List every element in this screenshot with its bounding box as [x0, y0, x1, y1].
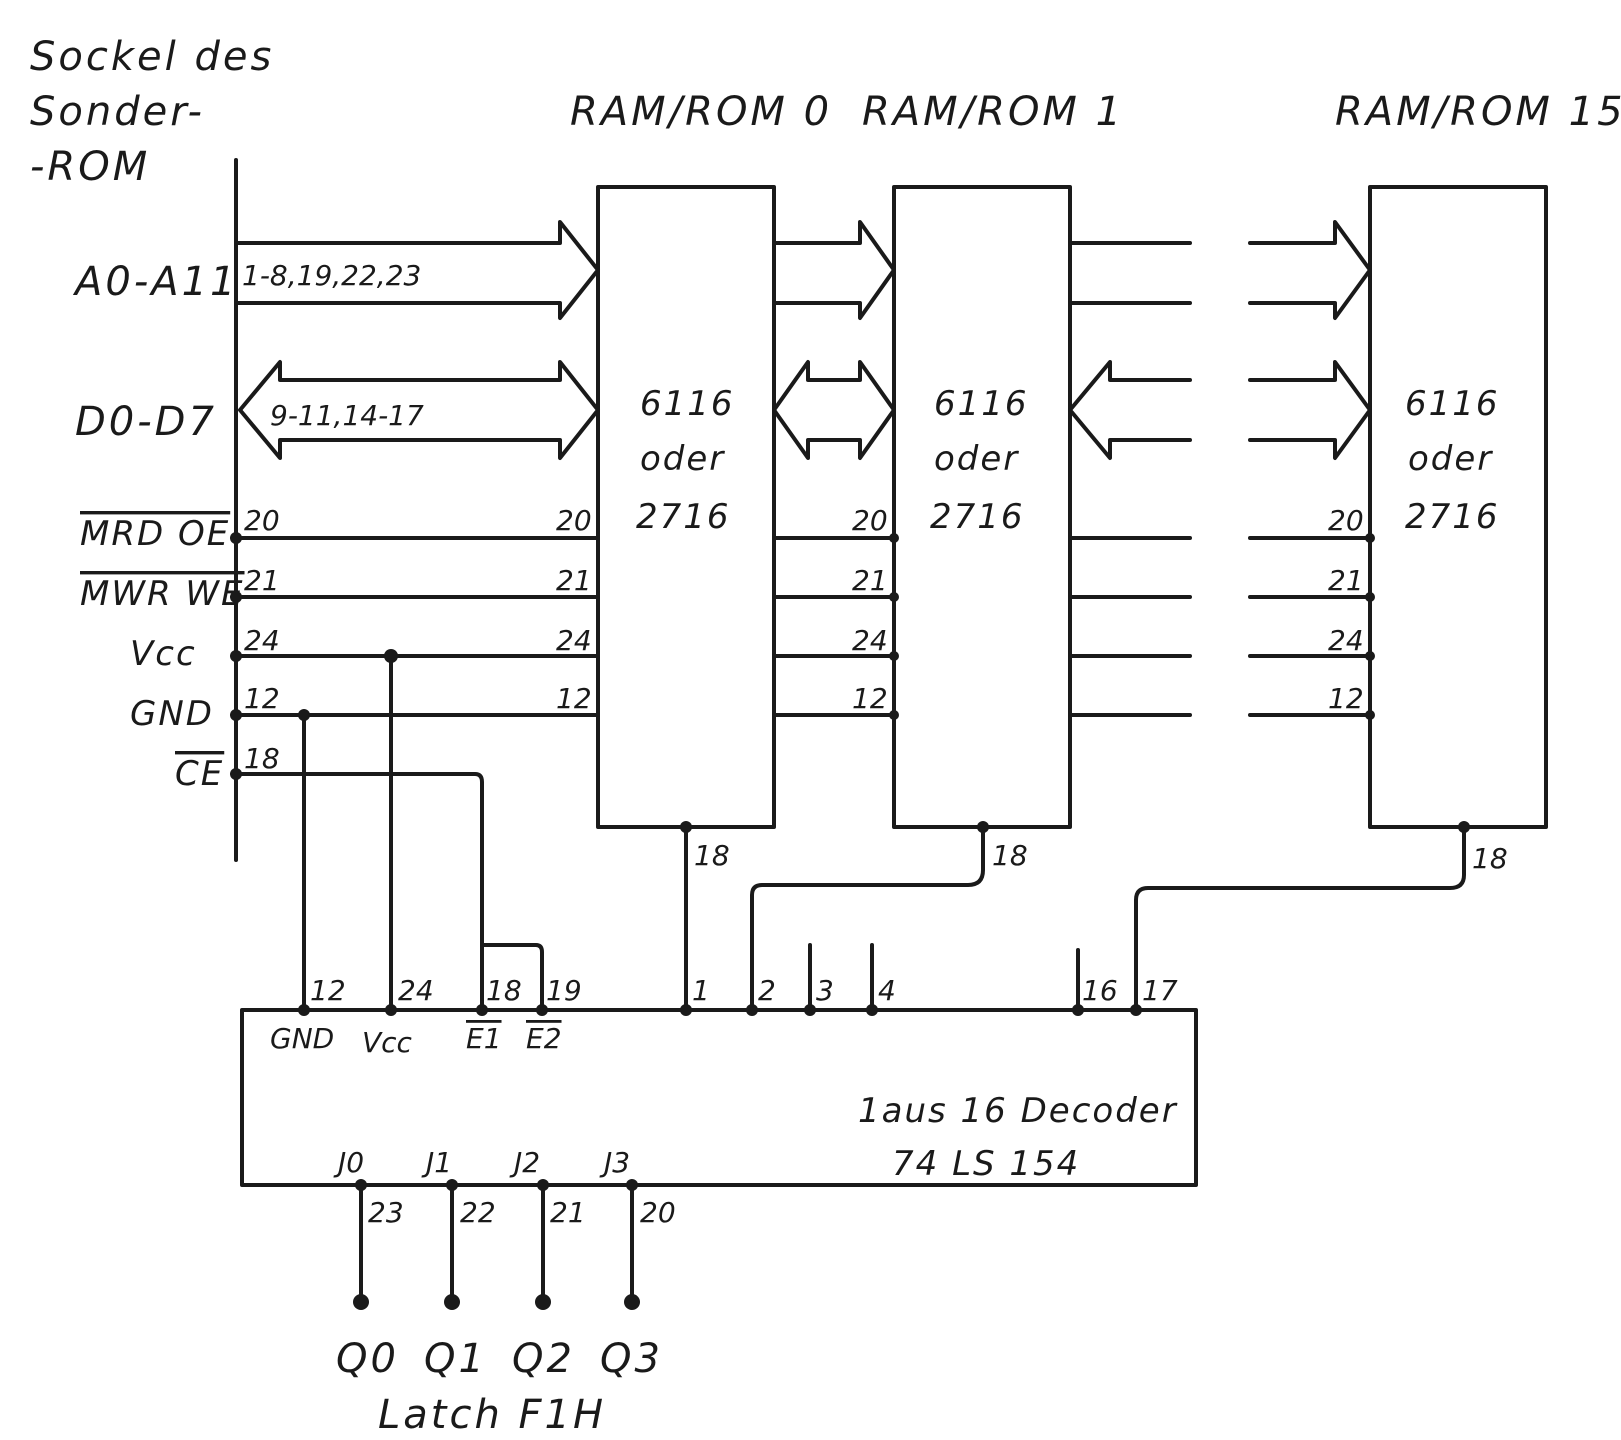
decoder-pin-12: 12 [310, 974, 346, 1007]
chip-1-pin-12: 12 [852, 682, 888, 715]
signal-label-ce: CE [175, 754, 224, 794]
decoder-pin-4: 4 [878, 974, 896, 1007]
latch-q0-terminal [353, 1294, 369, 1310]
decoder-pin-3: 3 [816, 974, 834, 1007]
decoder-pin-2: 2 [758, 974, 776, 1007]
signal-label-mrd-oe: MRD OE [80, 514, 230, 554]
e1-e2-link [480, 943, 544, 1012]
socket-pin-18: 18 [244, 742, 280, 775]
decoder-input-pin-21: 21 [550, 1196, 586, 1229]
chip-1-ce-pin: 18 [992, 839, 1028, 872]
decoder-input-pin-23: 23 [368, 1196, 404, 1229]
chip-0-ce-pin: 18 [694, 839, 730, 872]
chip-15-type-1: 6116 [1405, 384, 1500, 424]
chip-1-type-1: 6116 [934, 384, 1029, 424]
chip-15-label: RAM/ROM 15 [1335, 89, 1621, 135]
latch-label: Latch F1H [378, 1392, 606, 1438]
latch-q0-label: Q0 [336, 1336, 399, 1382]
decoder-box [240, 1008, 1198, 1187]
socket-pin-20: 20 [244, 504, 280, 537]
latch-q1-label: Q1 [424, 1336, 487, 1382]
chip-1-ce-line [750, 825, 985, 1012]
chip-1-type-3: 2716 [930, 497, 1025, 537]
chip-0-pin-24: 24 [556, 624, 592, 657]
chip-1-pin-20: 20 [852, 504, 888, 537]
chip-15-ce-pin: 18 [1472, 842, 1508, 875]
chip-1-pin-21: 21 [852, 564, 888, 597]
socket-title-line-3: -ROM [30, 144, 150, 190]
ce-line [234, 772, 484, 1012]
decoder-label-vcc: Vcc [362, 1026, 413, 1059]
chip-15-pin-12: 12 [1328, 682, 1364, 715]
decoder-pin-19: 19 [546, 974, 582, 1007]
data-bus-stub-left [1068, 360, 1192, 460]
decoder-input-j0: J0 [333, 1146, 364, 1179]
decoder-pin-17: 17 [1142, 974, 1178, 1007]
chip-0-label: RAM/ROM 0 [570, 89, 832, 135]
latch-q2-terminal [535, 1294, 551, 1310]
socket-title-line-1: Sockel des [30, 34, 274, 80]
chip-15-type-2: oder [1408, 439, 1493, 479]
decoder-input-pin-20: 20 [640, 1196, 676, 1229]
chip-0-type-2: oder [640, 439, 725, 479]
data-bus-arrow-2 [772, 360, 896, 460]
chip-1-label: RAM/ROM 1 [862, 89, 1124, 135]
signal-label-mwr-we: MWR WE [80, 574, 245, 614]
decoder-input-pin-22: 22 [460, 1196, 496, 1229]
decoder-title: 1aus 16 Decoder [858, 1091, 1178, 1131]
decoder-label-gnd: GND [270, 1022, 334, 1055]
chip-15-pin-20: 20 [1328, 504, 1364, 537]
signal-label-gnd: GND [130, 694, 214, 734]
latch-q1-terminal [444, 1294, 460, 1310]
chip-0-type-1: 6116 [640, 384, 735, 424]
socket-pin-12: 12 [244, 682, 280, 715]
signal-label-data: D0-D7 [75, 399, 217, 445]
chip-1-type-2: oder [934, 439, 1019, 479]
decoder-part: 74 LS 154 [892, 1144, 1080, 1184]
socket-pin-24: 24 [244, 624, 280, 657]
chip-15-ce-line [1134, 825, 1466, 1012]
decoder-pin-18: 18 [486, 974, 522, 1007]
decoder-pin-16: 16 [1082, 974, 1118, 1007]
chip-0-pin-21: 21 [556, 564, 592, 597]
decoder-input-j2: J2 [509, 1146, 540, 1179]
chip-15-pin-21: 21 [1328, 564, 1364, 597]
chip-0-pin-12: 12 [556, 682, 592, 715]
decoder-input-j3: J3 [599, 1146, 630, 1179]
decoder-pin-24: 24 [398, 974, 434, 1007]
data-bus-arrow [238, 360, 600, 460]
chip-0-type-3: 2716 [636, 497, 731, 537]
chip-0-pin-20: 20 [556, 504, 592, 537]
address-bus-pins: 1-8,19,22,23 [242, 259, 421, 292]
decoder-label-e2: E2 [526, 1022, 562, 1055]
chip-15-pin-24: 24 [1328, 624, 1364, 657]
decoder-pin-1: 1 [692, 974, 710, 1007]
latch-q3-terminal [624, 1294, 640, 1310]
latch-q2-label: Q2 [512, 1336, 575, 1382]
signal-label-address: A0-A11 [72, 259, 239, 305]
signal-label-vcc: Vcc [130, 634, 197, 674]
chip-1-pin-24: 24 [852, 624, 888, 657]
socket-title-line-2: Sonder- [30, 89, 205, 135]
decoder-label-e1: E1 [466, 1022, 502, 1055]
chip-15-type-3: 2716 [1405, 497, 1500, 537]
data-bus-pins: 9-11,14-17 [270, 399, 424, 432]
latch-q3-label: Q3 [600, 1336, 663, 1382]
address-bus-arrow-15 [1248, 220, 1372, 320]
data-bus-arrow-15 [1248, 360, 1372, 460]
decoder-input-j1: J1 [421, 1146, 452, 1179]
address-bus-arrow-2 [772, 220, 896, 320]
socket-pin-21: 21 [244, 564, 280, 597]
